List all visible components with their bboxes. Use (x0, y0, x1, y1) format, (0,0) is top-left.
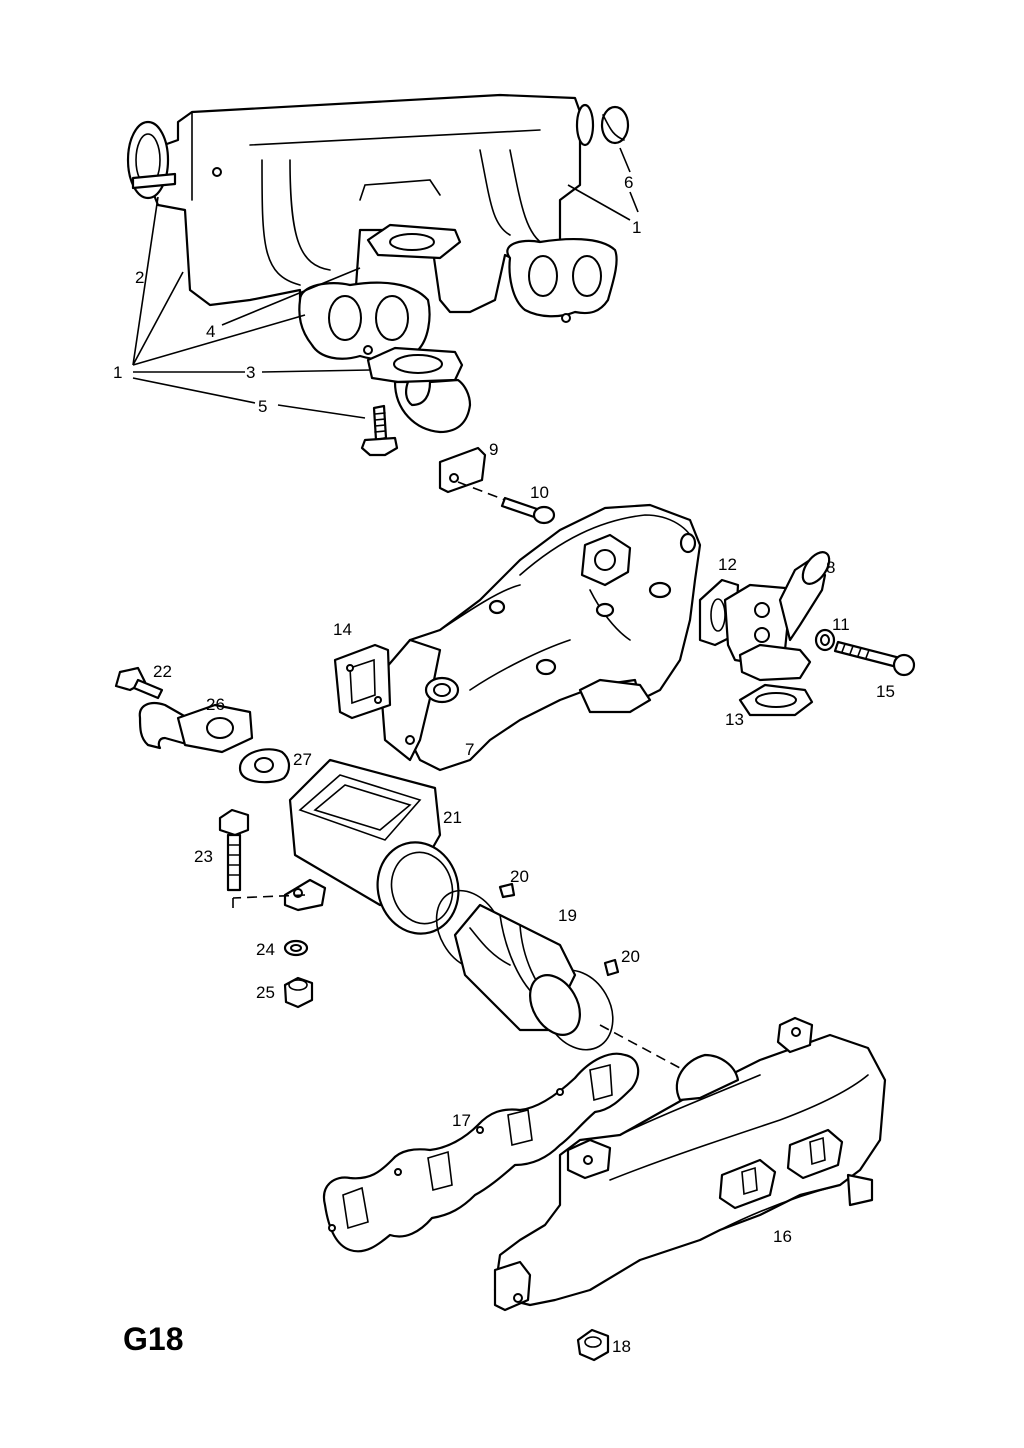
callout-15: 15 (876, 682, 895, 701)
callout-22: 22 (153, 662, 172, 681)
plug-cap (600, 105, 630, 145)
callout-labels: 1 1 2 3 4 5 6 7 8 9 10 11 12 13 14 15 16… (113, 173, 895, 1356)
callout-20: 20 (510, 867, 529, 886)
intake-manifold (126, 93, 618, 361)
callout-6: 6 (624, 173, 633, 192)
exhaust-manifold-16 (493, 1016, 887, 1312)
callout-24: 24 (256, 940, 275, 959)
manifold-gasket-17 (322, 1052, 640, 1253)
bracket-9 (438, 446, 487, 494)
leader-lines (132, 147, 681, 1069)
pipe-elbow-26 (138, 701, 254, 754)
gasket-13 (738, 683, 814, 717)
callout-11: 11 (832, 615, 850, 634)
callout-16: 16 (773, 1227, 792, 1246)
bolt-22 (114, 666, 164, 700)
callout-17: 17 (452, 1111, 471, 1130)
callout-27: 27 (293, 750, 312, 769)
callout-14: 14 (333, 620, 352, 639)
bolt-23 (218, 808, 250, 892)
bolt-10 (500, 496, 556, 525)
exhaust-manifold (378, 503, 702, 772)
callout-25: 25 (256, 983, 275, 1002)
callout-21: 21 (443, 808, 462, 827)
callout-3: 3 (246, 363, 255, 382)
bolt-5 (360, 404, 399, 457)
callout-12: 12 (718, 555, 737, 574)
callout-1: 1 (632, 218, 641, 237)
nut-25 (283, 976, 314, 1009)
callout-20: 20 (621, 947, 640, 966)
gasket-4 (366, 223, 462, 260)
callout-19: 19 (558, 906, 577, 925)
gasket-14 (333, 643, 392, 720)
bolt-15 (833, 640, 916, 677)
callout-13: 13 (725, 710, 744, 729)
nut-18 (576, 1328, 610, 1362)
callout-26: 26 (206, 695, 225, 714)
heat-shield-21 (283, 758, 460, 935)
washer-11 (814, 628, 836, 652)
gasket-27 (238, 748, 291, 784)
callout-8: 8 (826, 558, 835, 577)
callout-9: 9 (489, 440, 498, 459)
flex-pipe-19 (453, 903, 581, 1036)
callout-5: 5 (258, 397, 267, 416)
callout-23: 23 (194, 847, 213, 866)
callout-10: 10 (530, 483, 549, 502)
page-code: G18 (123, 1321, 183, 1357)
callout-2: 2 (135, 268, 144, 287)
outlet-elbow-8 (723, 551, 831, 682)
callout-1: 1 (113, 363, 122, 382)
callout-18: 18 (612, 1337, 631, 1356)
washer-24 (283, 939, 309, 957)
elbow-flange-3 (366, 346, 472, 434)
callout-7: 7 (465, 740, 474, 759)
callout-4: 4 (206, 322, 215, 341)
